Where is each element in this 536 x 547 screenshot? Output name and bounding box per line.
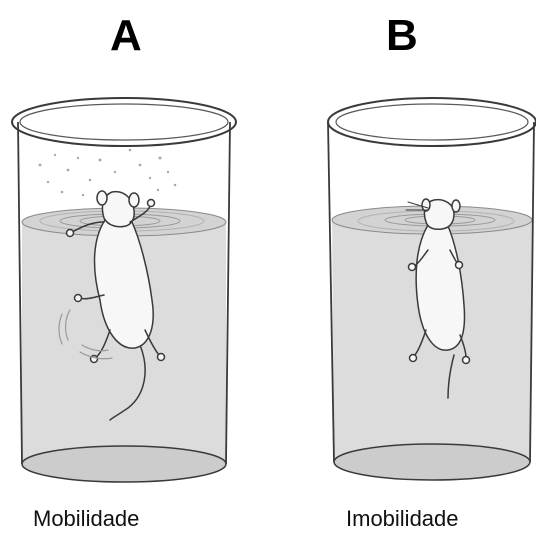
- cylinder-base: [22, 446, 226, 482]
- splash-droplets: [39, 149, 177, 197]
- caption-mobilidade: Mobilidade: [33, 508, 139, 530]
- cylinder-rim-inner: [336, 104, 528, 140]
- panel-b-immobility: B: [268, 0, 536, 547]
- cylinder-rim-outer: [12, 98, 236, 146]
- cylinder-rim-inner: [20, 104, 228, 140]
- cylinder-mobility-illustration: [0, 0, 268, 500]
- cylinder-base: [334, 444, 530, 480]
- cylinder-wall-left: [18, 122, 22, 464]
- cylinder-wall-right: [226, 122, 230, 464]
- cylinder-immobility-illustration: [268, 0, 536, 500]
- cylinder-rim-outer: [328, 98, 536, 146]
- caption-imobilidade: Imobilidade: [346, 508, 459, 530]
- panel-a-mobility: A: [0, 0, 268, 547]
